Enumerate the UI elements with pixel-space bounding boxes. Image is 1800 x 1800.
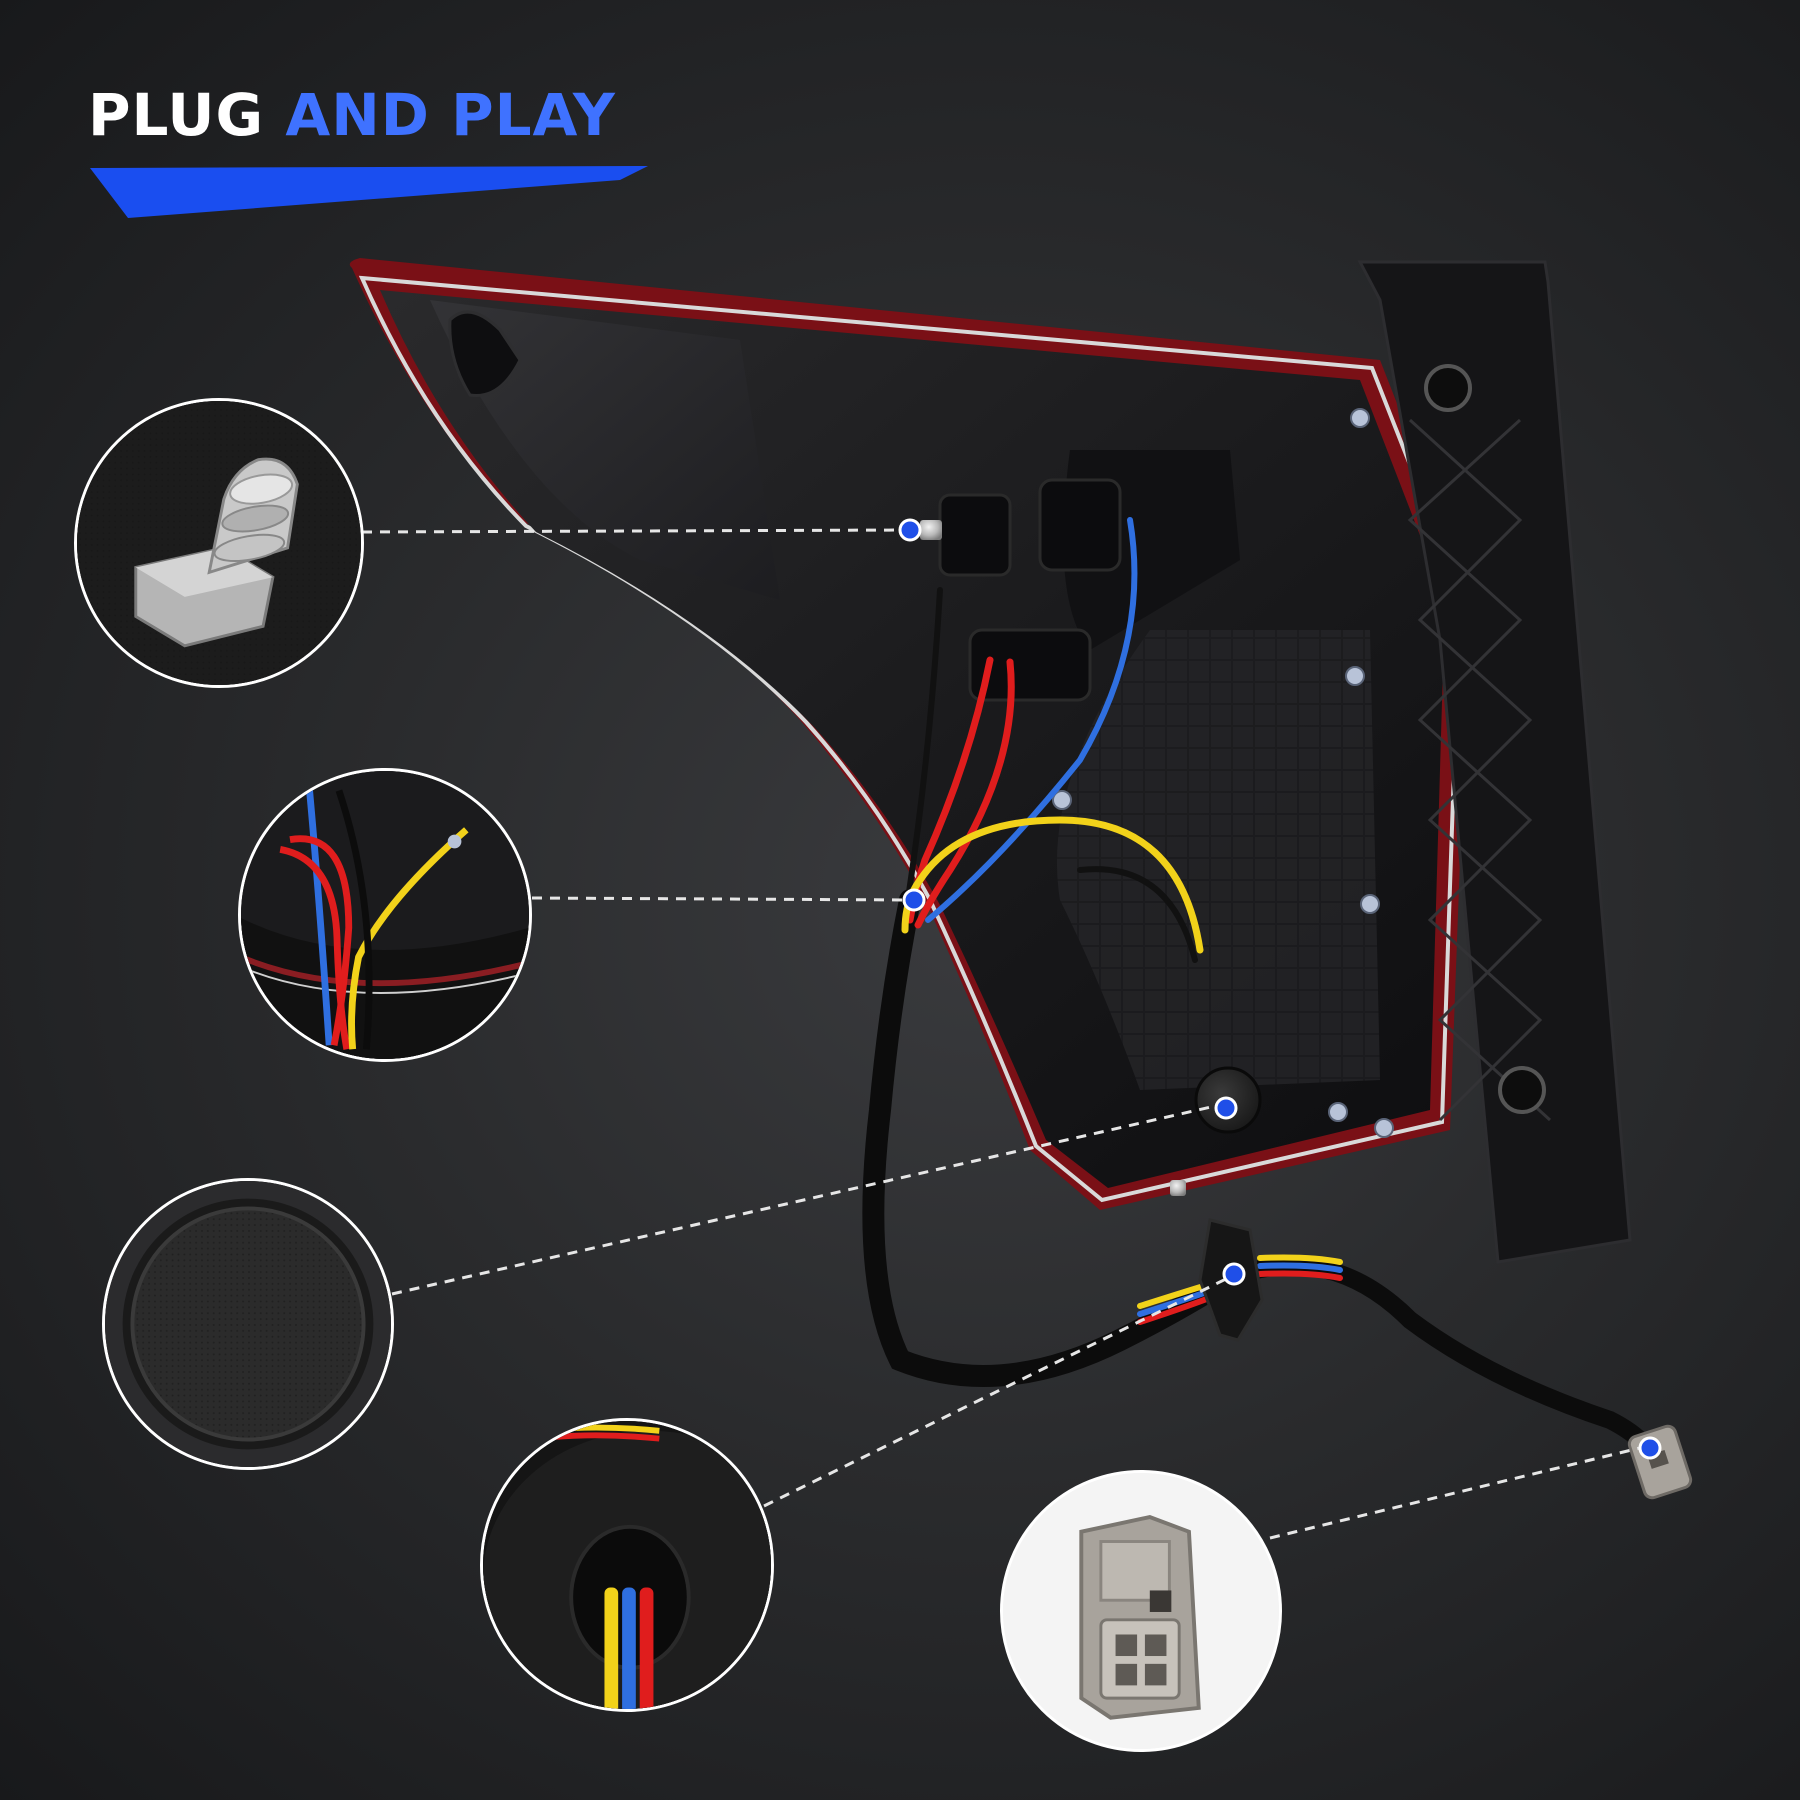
- harness-connector-icon: [1003, 1473, 1279, 1749]
- reflector-grid: [1056, 630, 1380, 1090]
- wire-grommet-icon: [483, 1421, 771, 1709]
- leader-connector: [1269, 1444, 1649, 1540]
- title-word-and: AND: [285, 81, 430, 149]
- housing-stud: [920, 520, 942, 540]
- socket-b: [938, 493, 1012, 577]
- marker-dots: [898, 518, 1662, 1460]
- heading-accent-bar: [90, 166, 648, 218]
- lens-panel: [430, 300, 780, 600]
- page-title: PLUG AND PLAY: [88, 86, 616, 144]
- title-word-play: PLAY: [451, 81, 616, 149]
- rail-lattice: [1407, 418, 1552, 1122]
- socket-a: [1038, 478, 1122, 572]
- leader-mounting-stud: [361, 528, 909, 534]
- marker-dot-connector: [1638, 1436, 1662, 1460]
- rubber-plug-icon: [105, 1181, 391, 1467]
- marker-dot-grommet: [1222, 1262, 1246, 1286]
- mounting-rail: [1357, 260, 1632, 1264]
- callout-connector: [1000, 1470, 1282, 1752]
- tail-light-housing: [349, 258, 1632, 1264]
- marker-dot-stud: [898, 518, 922, 542]
- leader-grommet: [763, 1274, 1233, 1508]
- callout-mounting-stud: [74, 398, 364, 688]
- rail-stud-top: [1424, 364, 1472, 412]
- title-word-plug: PLUG: [88, 81, 265, 149]
- leader-wiring-harness: [531, 896, 913, 902]
- callout-wiring-harness: [238, 768, 532, 1062]
- callout-rubber-cap: [102, 1178, 394, 1470]
- threaded-mounting-stud-icon: [77, 401, 361, 685]
- white-trim: [358, 275, 1463, 1203]
- housing-screws: [1052, 408, 1394, 1138]
- connector-plug: [1627, 1424, 1693, 1500]
- rail-stud-bottom: [1498, 1066, 1546, 1114]
- marker-dot-harness: [902, 888, 926, 912]
- bottom-stud: [1170, 1180, 1186, 1196]
- marker-dot-cap: [1214, 1096, 1238, 1120]
- housing-clip: [448, 310, 522, 398]
- leader-lines: [361, 528, 1649, 1540]
- wiring: [862, 517, 1669, 1479]
- wire-bundle-icon: [241, 771, 529, 1059]
- socket-c: [968, 628, 1092, 702]
- callout-grommet: [480, 1418, 774, 1712]
- leader-rubber-cap: [391, 1102, 1225, 1296]
